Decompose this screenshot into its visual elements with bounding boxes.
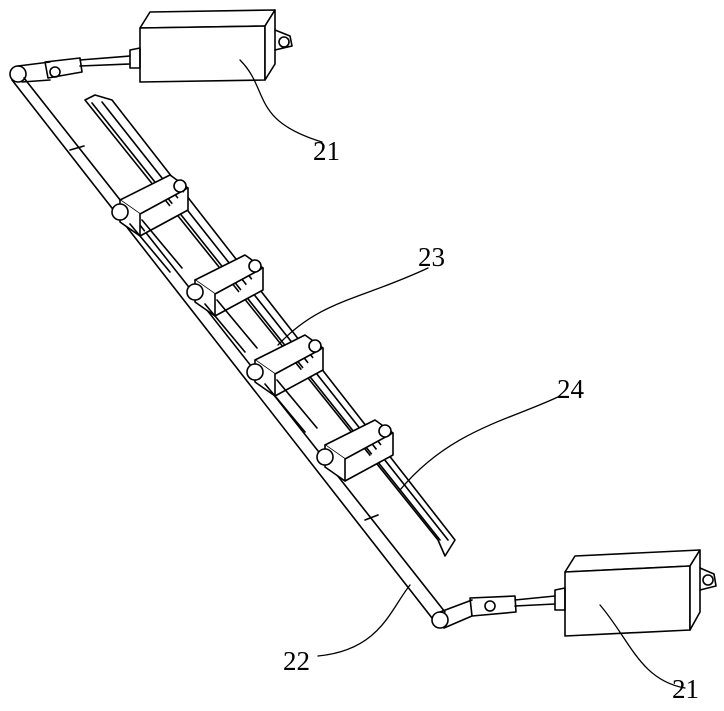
label-rod: 22 xyxy=(283,648,310,675)
clamps xyxy=(112,175,393,481)
label-blade: 24 xyxy=(557,376,584,403)
rod xyxy=(12,78,445,618)
label-clamp: 23 xyxy=(418,244,445,271)
label-actuator-bottom: 21 xyxy=(672,676,699,703)
blade xyxy=(85,95,455,556)
label-actuator-top: 21 xyxy=(313,138,340,165)
actuator-bottom xyxy=(432,550,716,636)
